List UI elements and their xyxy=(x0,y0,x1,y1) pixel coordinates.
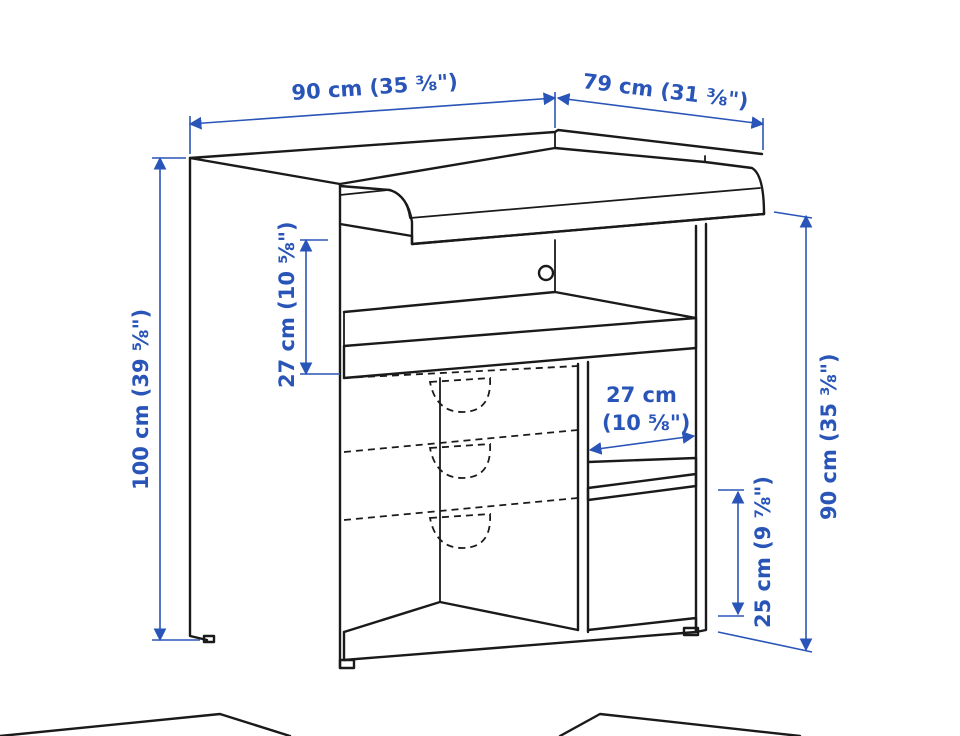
changing-tray-inner xyxy=(339,187,761,219)
compartment-width-dimension-line xyxy=(588,431,696,455)
tray-back-rail xyxy=(554,131,706,163)
small-right-shelf xyxy=(586,456,698,502)
depth-dimension-line xyxy=(556,93,765,129)
vertical-divider xyxy=(576,360,590,634)
dimension-labels: 90 cm (35 ⅜") 79 cm (31 ⅜") 100 cm (39 ⅝… xyxy=(129,69,841,628)
left-side-panel xyxy=(188,156,342,670)
foot-front-right xyxy=(682,626,700,637)
upper-shelf xyxy=(342,290,698,380)
right-front-post xyxy=(694,222,708,634)
table-height-tick-top xyxy=(773,211,813,219)
top-back-edge xyxy=(188,128,764,160)
total-height-label: 100 cm (39 ⅝") xyxy=(129,309,153,490)
foot-back-left xyxy=(202,634,216,644)
drawer-line-3 xyxy=(343,497,579,521)
shelf-gap-label: 27 cm (10 ⅝") xyxy=(275,221,299,388)
changing-table-furniture xyxy=(0,128,802,736)
compartment-width-label-cm: 27 cm xyxy=(606,383,677,407)
drawer-line-2 xyxy=(343,429,579,453)
dimension-lines xyxy=(152,92,813,653)
drawer-handle-3 xyxy=(428,513,491,549)
table-height-label: 90 cm (35 ⅜") xyxy=(817,353,841,520)
next-view-edge xyxy=(0,712,802,736)
depth-label: 79 cm (31 ⅜") xyxy=(581,69,749,113)
drawer-handle-2 xyxy=(428,443,491,479)
compartment-width-label-in: (10 ⅝") xyxy=(602,411,690,435)
width-dimension-line xyxy=(188,92,557,130)
foot-front-left xyxy=(338,658,356,670)
bottom-floor xyxy=(342,600,698,662)
width-label: 90 cm (35 ⅜") xyxy=(291,69,459,105)
cable-hole-icon xyxy=(537,264,555,282)
table-height-tick-bottom xyxy=(717,631,813,653)
drawer-line-1 xyxy=(343,365,579,379)
bottom-compartment-label: 25 cm (9 ⅞") xyxy=(751,476,775,628)
changing-tray-rim xyxy=(338,146,766,246)
changing-tray-front xyxy=(338,210,766,246)
drawer-handle-1 xyxy=(428,377,491,413)
